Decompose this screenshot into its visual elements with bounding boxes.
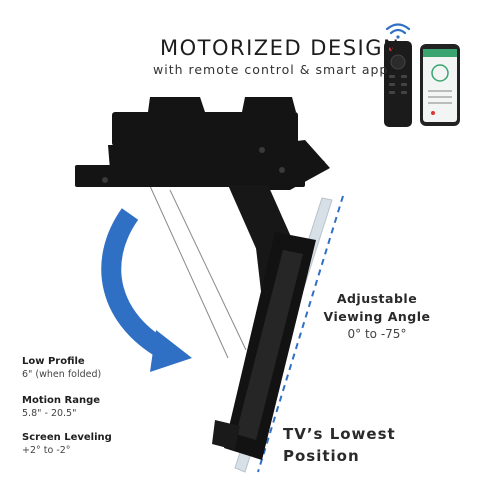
spec-label-motion-range: Motion Range bbox=[22, 395, 101, 406]
curved-arrow-icon bbox=[101, 208, 192, 372]
smartphone-icon bbox=[420, 44, 460, 126]
spec-value-motion-range: 5.8" - 20.5" bbox=[22, 408, 77, 419]
headline: MOTORIZED DESIGN bbox=[160, 36, 401, 60]
lowest-position-line1: TV’s Lowest bbox=[283, 425, 396, 443]
wifi-icon bbox=[385, 23, 411, 39]
spec-label-screen-leveling: Screen Leveling bbox=[22, 432, 112, 443]
viewing-angle-title: Adjustable Viewing Angle bbox=[322, 290, 432, 326]
lowest-position-label: TV’s Lowest Position bbox=[283, 423, 396, 467]
viewing-angle-title-line2: Viewing Angle bbox=[323, 309, 431, 324]
spec-value-low-profile: 6" (when folded) bbox=[22, 369, 102, 380]
lowest-position-line2: Position bbox=[283, 447, 360, 465]
spec-value-screen-leveling: +2° to -2° bbox=[22, 445, 71, 456]
viewing-angle-title-line1: Adjustable bbox=[336, 291, 418, 306]
viewing-angle-range: 0° to -75° bbox=[347, 327, 407, 341]
spec-label-low-profile: Low Profile bbox=[22, 356, 85, 367]
ceiling-mount bbox=[75, 97, 330, 190]
remote-control-icon bbox=[384, 41, 412, 127]
subheadline: with remote control & smart app bbox=[153, 62, 389, 77]
